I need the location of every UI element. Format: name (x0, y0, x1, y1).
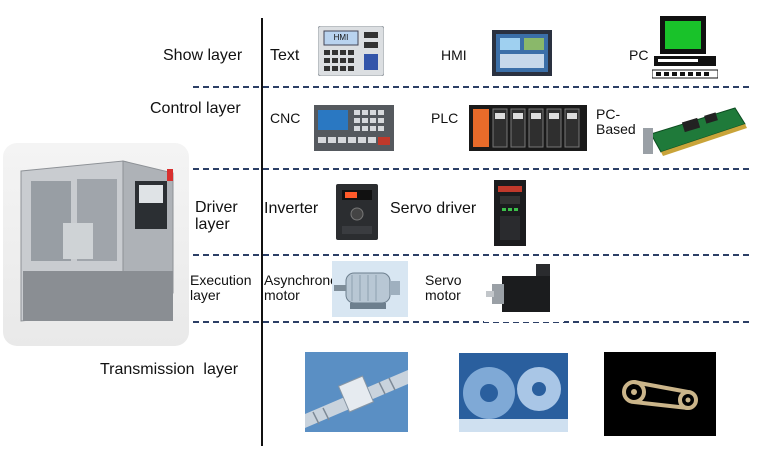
show-item-hmi: HMI (441, 47, 467, 63)
show-layer-title: Show layer (163, 47, 243, 64)
control-item-pc-based: PC- Based (596, 106, 636, 137)
text-display-panel-image: HMI (318, 26, 384, 76)
pc-based-control-card-image (643, 94, 751, 160)
layer-divider (193, 86, 749, 88)
control-item-plc: PLC (431, 110, 459, 126)
control-layer-title: Control layer (150, 100, 241, 117)
layer-divider (193, 168, 749, 170)
driver-item-inverter: Inverter (264, 200, 319, 217)
driver-layer-title: Driver layer (195, 199, 238, 233)
layer-axis-line (261, 18, 263, 446)
timing-belt-image (604, 352, 716, 436)
layer-divider (193, 321, 749, 323)
execution-item-servo-motor: Servo motor (425, 272, 462, 303)
hmi-panel-label: HMI (333, 33, 349, 42)
gears-image (459, 353, 568, 432)
cnc-machine-image (3, 143, 189, 346)
cnc-controller-image (314, 105, 394, 151)
show-item-pc: PC (629, 47, 649, 63)
transmission-layer-title: Transmission layer (100, 361, 239, 378)
layer-divider (193, 254, 749, 256)
plc-rack-image (469, 105, 587, 151)
hmi-touchscreen-image (492, 30, 552, 76)
servo-motor-image (484, 262, 564, 322)
servo-drive-image (494, 180, 526, 246)
desktop-pc-image (652, 16, 718, 80)
execution-layer-title: Execution layer (190, 272, 252, 303)
inverter-image (336, 184, 378, 240)
show-item-text: Text (270, 47, 300, 64)
control-item-cnc: CNC (270, 110, 301, 126)
asynchronous-motor-image (332, 261, 408, 317)
execution-item-asynchronous-motor: Asynchronous motor (264, 272, 353, 303)
driver-item-servo-driver: Servo driver (390, 200, 477, 217)
ball-screw-image (305, 352, 408, 432)
